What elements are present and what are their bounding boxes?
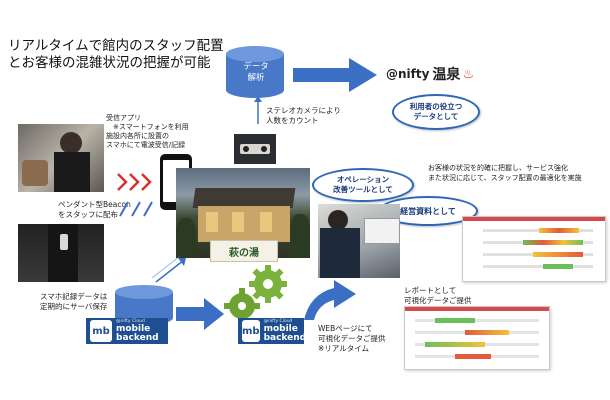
vertical-arrow-up-down xyxy=(254,96,262,124)
user-info-oval: 利用者の役立つ データとして xyxy=(392,94,480,130)
mb-logo-icon-right: mb xyxy=(242,320,260,342)
data-analysis-label: データ 解析 xyxy=(243,62,269,83)
diagonal-arrow xyxy=(151,256,186,283)
operator-photo xyxy=(318,204,400,278)
stereo-camera-photo xyxy=(234,134,276,164)
mobile-backend-logo-right: mb @nifty Cloud mobile backend xyxy=(238,318,307,344)
nifty-prefix: @nifty xyxy=(386,67,430,81)
report-screenshot xyxy=(404,306,550,370)
stereo-camera-label: ステレオカメラにより 人数をカウント xyxy=(266,106,341,125)
arrow-to-nifty xyxy=(293,58,377,92)
mb-logo-icon: mb xyxy=(90,320,112,342)
mb-line1-right: mobile xyxy=(263,324,298,334)
operation-tool-oval: オペレーション 改善ツールとして xyxy=(312,168,414,202)
receiver-app-label: 受信アプリ ※スマートフォンを利用 施設内各所に設置の スマホにて電波受信/記録 xyxy=(106,114,189,149)
processing-gears-icon xyxy=(224,265,287,324)
mb-brand-right: @nifty Cloud xyxy=(263,319,293,324)
smartphone-record-label: スマホ記録データは 定期的にサーバ保存 xyxy=(40,292,108,311)
web-page-label: WEBページにて 可視化データご提供 ※リアルタイム xyxy=(318,324,386,353)
red-signal-arrows xyxy=(117,173,152,191)
curved-arrow-up xyxy=(304,280,356,320)
customer-status-text: お客様の状況を的確に把握し、サービス強化 また状況に応じて、スタッフ配置の最適化… xyxy=(428,164,582,182)
data-analysis-cylinder xyxy=(226,46,284,98)
staff-photo-beacon xyxy=(18,224,104,282)
signboard-text: 萩の湯 xyxy=(229,247,259,259)
nifty-onsen-logo: @nifty 温泉 ♨ xyxy=(386,64,474,84)
mb-brand: @nifty Cloud xyxy=(116,319,145,324)
mobile-backend-logo-left: mb @nifty Cloud mobile backend xyxy=(86,318,168,344)
blue-signal-arrows xyxy=(119,201,153,217)
facility-signboard: 萩の湯 xyxy=(210,240,278,262)
staff-photo-top xyxy=(18,124,104,192)
page-title: リアルタイムで館内のスタッフ配置 とお客様の混雑状況の把握が可能 xyxy=(8,38,224,71)
mb-line2-right: backend xyxy=(263,333,307,343)
dashboard-screenshot-top xyxy=(462,216,606,282)
hot-spring-icon: ♨ xyxy=(462,66,475,82)
mb-line2: backend xyxy=(116,333,159,343)
arrow-to-gears xyxy=(176,298,224,330)
pendant-beacon-label: ペンダント型Beacon をスタッフに配布 xyxy=(58,200,131,219)
report-label: レポートとして 可視化データご提供 xyxy=(404,286,472,305)
onsen-name: 温泉 xyxy=(432,67,461,83)
server-cylinder-left xyxy=(115,285,173,325)
mb-line1: mobile xyxy=(116,324,151,334)
